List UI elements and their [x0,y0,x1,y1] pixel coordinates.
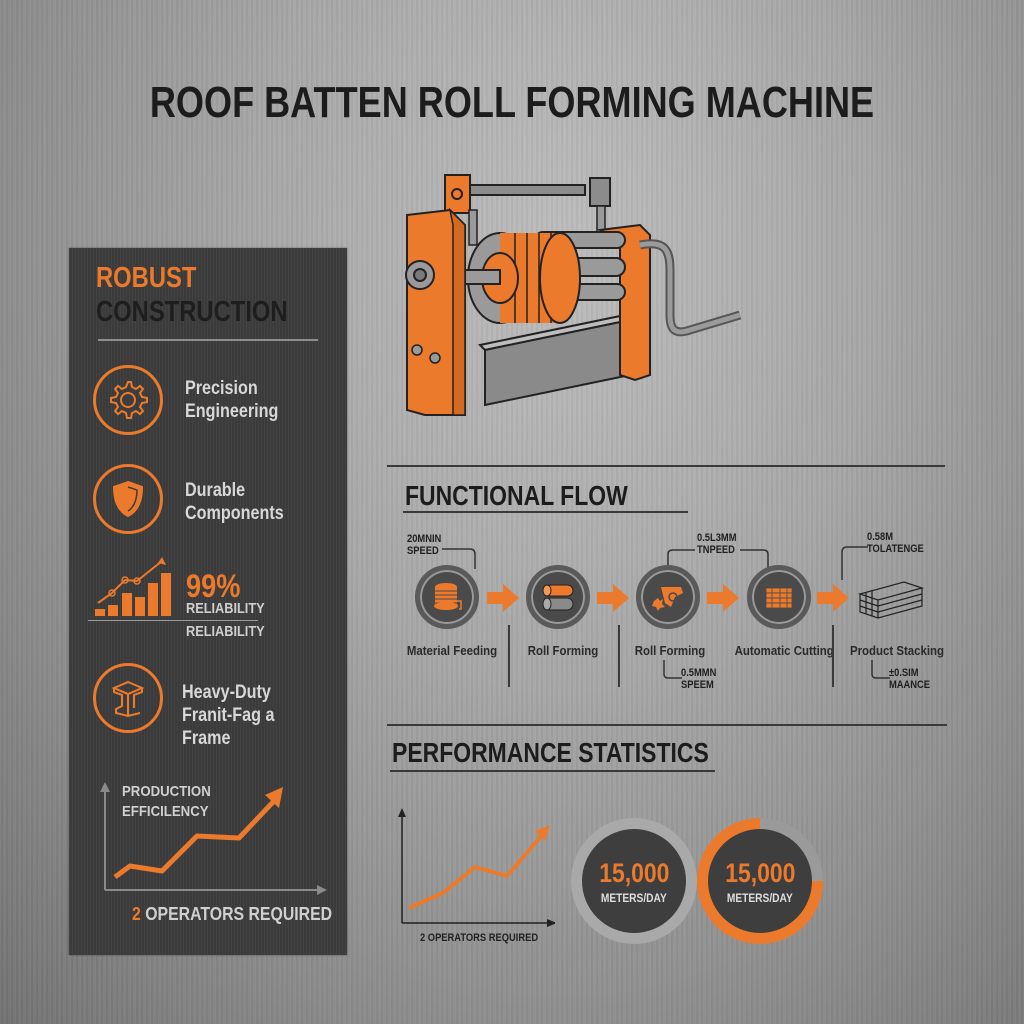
rollers-icon [542,584,574,611]
flow-arrow-icon [597,584,629,612]
callout-line: 0.5MMN [681,667,717,679]
callout-line: ±0.SIM [889,667,919,679]
stat-badge: 15,000 METERS/DAY [582,829,686,933]
callout-speed: 20MNIN SPEED [407,533,441,557]
step-label-product-stacking: Product Stacking [849,643,945,658]
flow-separator [508,625,510,687]
feature-line: Heavy-Duty [182,682,271,703]
bar-chart-trend-icon [95,557,171,616]
feature-line: Components [185,503,284,524]
step-material-feeding-icon [415,565,479,629]
step-label-roll-forming-2: Roll Forming [634,643,706,658]
callout-tolerance-2: ±0.SIM MAANCE [889,667,930,691]
step-roll-forming-icon [526,565,590,629]
callout-line: 0.5L3MM [697,532,737,544]
callout-speem: 0.5MMN SPEEM [681,667,716,691]
i-beam-icon [93,663,163,733]
efficiency-label-line: EFFICILENCY [122,803,209,820]
title-underline [403,511,688,513]
callout-line: SPEED [407,545,439,557]
feature-heavy-duty-frame: Heavy-Duty Franit-Fag a Frame [182,681,274,750]
title-underline [390,770,715,772]
stacked-battens-icon [858,581,924,619]
panel-heading-accent: ROBUST [96,262,197,294]
flow-arrow-icon [707,584,739,612]
stat-badge: 15,000 METERS/DAY [708,829,812,933]
step-automatic-cutting-icon [747,565,811,629]
performance-statistics-title: PERFORMANCE STATISTICS [392,737,709,768]
feature-line: Durable [185,480,246,501]
flow-arrow-icon [817,584,849,612]
callout-line: TNPEED [697,544,735,556]
step-label-material-feeding: Material Feeding [406,643,498,658]
callout-leader [663,660,682,679]
callout-leader [871,660,890,679]
operators-count: 2 [132,904,141,924]
callout-tnpeed: 0.5L3MM TNPEED [697,532,736,556]
robust-construction-panel [69,248,347,955]
section-divider [387,724,947,726]
flow-separator [618,625,620,687]
panel-heading: CONSTRUCTION [96,296,288,328]
reliability-divider [88,620,258,621]
stat-unit: METERS/DAY [601,890,667,905]
feature-durable-components: Durable Components [185,479,284,525]
stat-ring-2: 15,000 METERS/DAY [697,818,823,944]
reliability-label-repeat: RELIABILITY [186,623,265,640]
wire-spool-icon [434,583,462,610]
reliability-value: 99% [186,568,241,604]
operators-required: 2 OPERATORS REQUIRED [132,904,332,925]
reliability-label: RELIABILITY [186,600,265,617]
efficiency-label: PRODUCTION EFFICILENCY [122,782,211,822]
page-title: ROOF BATTEN ROLL FORMING MACHINE [149,78,875,127]
step-label-roll-forming: Roll Forming [527,643,599,658]
callout-line: 0.58M [867,531,893,543]
roll-forming-machine-illustration [405,174,742,416]
feature-line: Frame [182,728,231,749]
gear-icon [93,365,163,435]
section-divider [387,465,945,467]
feature-line: Engineering [185,401,279,422]
shield-icon [93,464,163,534]
callout-leader [442,548,476,569]
performance-trend-chart [398,808,555,927]
feature-line: Precision [185,378,258,399]
callout-line: SPEEM [681,679,714,691]
callout-line: TOLATENGE [867,543,924,555]
stat-value: 15,000 [598,857,670,888]
feature-line: Franit-Fag a [182,705,275,726]
feature-precision-engineering: Precision Engineering [185,377,278,423]
stat-ring-1: 15,000 METERS/DAY [571,818,697,944]
flow-separator [832,625,834,687]
callout-leader [667,549,769,570]
efficiency-label-line: PRODUCTION [122,783,211,800]
forming-die-icon [652,587,683,611]
performance-chart-footer: 2 OPERATORS REQUIRED [420,932,539,944]
flow-arrow-icon [487,584,519,612]
stat-unit: METERS/DAY [727,890,793,905]
callout-line: MAANCE [889,679,931,691]
production-efficiency-chart [100,782,327,895]
step-label-automatic-cutting: Automatic Cutting [734,643,834,658]
operators-text: OPERATORS REQUIRED [145,904,333,924]
step-roll-forming-2-icon [636,565,700,629]
functional-flow-title: FUNCTIONAL FLOW [405,480,628,511]
callout-line: 20MNIN [407,533,442,545]
stat-value: 15,000 [724,857,796,888]
cut-battens-icon [765,587,793,609]
panel-divider [98,339,318,341]
callout-tolerance: 0.58M TOLATENGE [867,531,924,555]
callout-leader [841,546,868,580]
